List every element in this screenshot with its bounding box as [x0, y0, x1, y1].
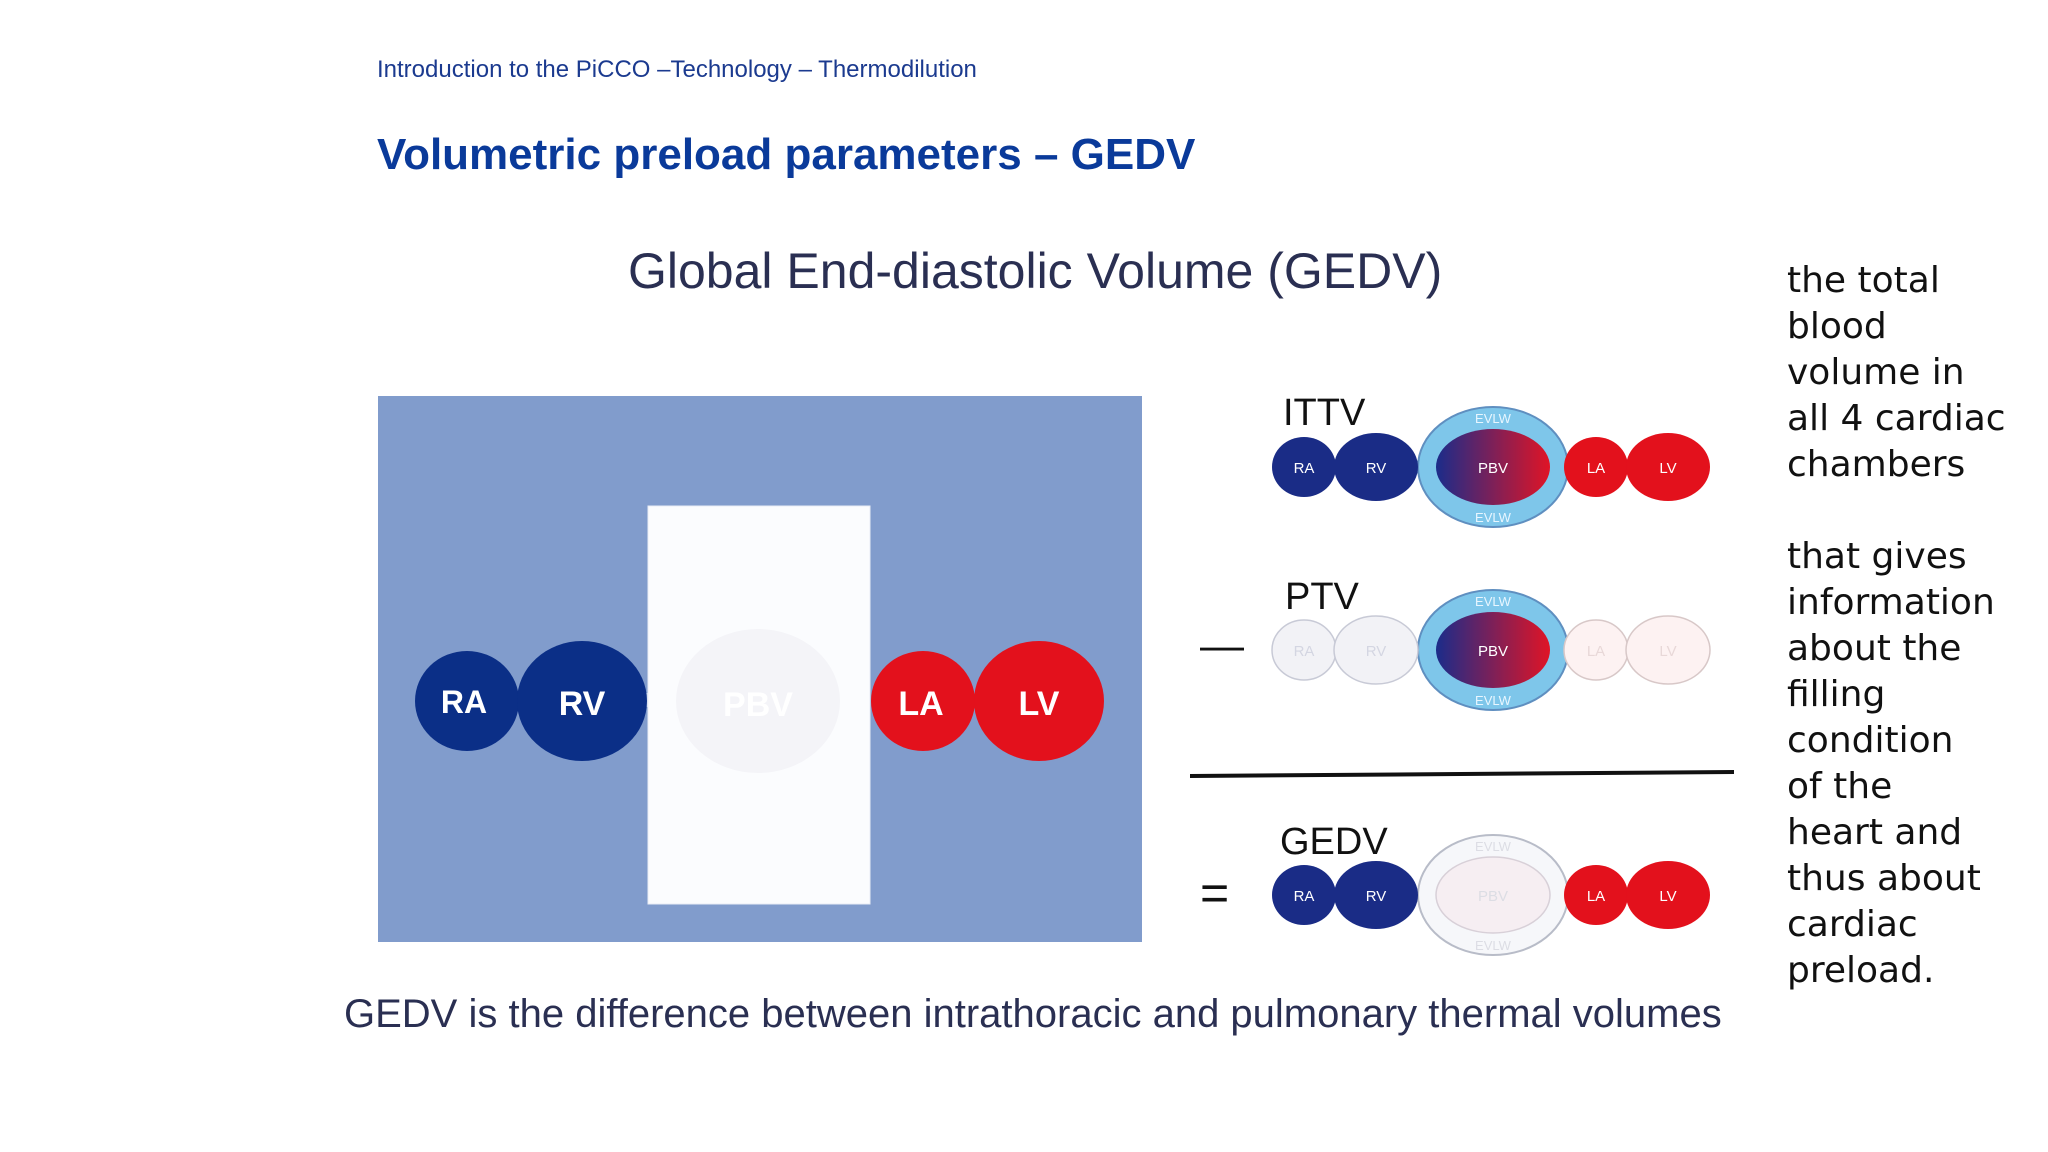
ptv-row: — PTV RA RV PBV LA LV EVLW EVLW	[1200, 576, 1711, 711]
chamber-label: PBV	[1478, 460, 1508, 477]
pbv-faded-ellipse	[676, 629, 840, 773]
chamber-la	[871, 651, 975, 751]
chamber-rv	[1334, 861, 1418, 929]
note-line: volume in	[1787, 352, 1965, 393]
note-line: condition	[1787, 720, 1954, 761]
chamber-label: LV	[1659, 643, 1676, 660]
minus-operator: —	[1200, 621, 1244, 670]
note-spacer	[1787, 488, 2037, 534]
pbv-ellipse-faded	[1435, 856, 1551, 934]
note-line: the total	[1787, 260, 1940, 301]
diagram-heading: Global End-diastolic Volume (GEDV)	[628, 243, 1443, 299]
chamber-ra	[1272, 865, 1336, 925]
note-line: cardiac	[1787, 904, 1918, 945]
ittv-label: ITTV	[1283, 392, 1366, 434]
note-line: all 4 cardiac	[1787, 398, 2006, 439]
chamber-label: RA	[441, 684, 487, 720]
chamber-lv	[1626, 861, 1710, 929]
evlw-label: EVLW	[1475, 594, 1512, 609]
chamber-ra	[415, 651, 519, 751]
note-line: preload.	[1787, 950, 1935, 991]
chamber-rv	[517, 641, 647, 761]
chamber-label: RA	[1294, 460, 1315, 477]
chamber-label: LA	[1587, 460, 1605, 477]
chamber-ra	[1272, 437, 1336, 497]
equals-operator: =	[1200, 865, 1229, 921]
chamber-label: RV	[1366, 888, 1387, 905]
evlw-label: EVLW	[1475, 510, 1512, 525]
presentation-subtitle: Introduction to the PiCCO –Technology – …	[377, 56, 977, 83]
chamber-label: PBV	[1478, 643, 1508, 660]
gedv-label: GEDV	[1280, 821, 1388, 863]
chamber-rv	[1334, 433, 1418, 501]
footer-statement: GEDV is the difference between intrathor…	[344, 992, 1722, 1036]
note-line: chambers	[1787, 444, 1966, 485]
gedv-row: = GEDV RA RV PBV LA LV EVLW EVLW	[1200, 821, 1710, 956]
chamber-label: LA	[1587, 643, 1605, 660]
note-line: about the	[1787, 628, 1962, 669]
chamber-rv	[1333, 615, 1419, 685]
chamber-lv	[974, 641, 1104, 761]
note-line: of the	[1787, 766, 1893, 807]
note-line: heart and	[1787, 812, 1963, 853]
equation-divider	[1189, 770, 1735, 778]
chamber-label: LV	[1659, 460, 1676, 477]
chamber-label: LA	[898, 685, 943, 723]
chamber-label: RV	[1366, 460, 1387, 477]
ptv-label: PTV	[1285, 576, 1360, 618]
volume-equation: ITTV RA RV PBV LA LV EVLW EVLW — PTV RA …	[1189, 392, 1735, 956]
note-line: filling	[1787, 674, 1886, 715]
chamber-label: RA	[1294, 888, 1315, 905]
pbv-ellipse	[1436, 612, 1550, 688]
evlw-label: EVLW	[1475, 693, 1512, 708]
chamber-lv	[1625, 615, 1711, 685]
evlw-label: EVLW	[1475, 411, 1512, 426]
chamber-label: LA	[1587, 888, 1605, 905]
note-line: information	[1787, 582, 1995, 623]
note-line: blood	[1787, 306, 1887, 347]
chamber-label: LV	[1019, 685, 1060, 723]
chamber-la	[1564, 437, 1628, 497]
chamber-label: LV	[1659, 888, 1676, 905]
ittv-row: ITTV RA RV PBV LA LV EVLW EVLW	[1272, 392, 1710, 528]
note-line: thus about	[1787, 858, 1981, 899]
chamber-label: RV	[559, 685, 606, 723]
side-note: the total blood volume in all 4 cardiac …	[1787, 258, 2037, 994]
chamber-label: PBV	[723, 686, 793, 724]
chamber-label: RA	[1294, 643, 1315, 660]
evlw-label: EVLW	[1475, 839, 1512, 854]
note-line: that gives	[1787, 536, 1967, 577]
chamber-label: RV	[1366, 643, 1387, 660]
gedv-main-diagram: PBV RA RV LA LV	[378, 396, 1142, 942]
chamber-la	[1564, 865, 1628, 925]
evlw-label: EVLW	[1475, 938, 1512, 953]
pbv-ellipse	[1436, 429, 1550, 505]
chamber-label: PBV	[1478, 888, 1508, 905]
chamber-lv	[1626, 433, 1710, 501]
slide-title: Volumetric preload parameters – GEDV	[377, 130, 1196, 179]
